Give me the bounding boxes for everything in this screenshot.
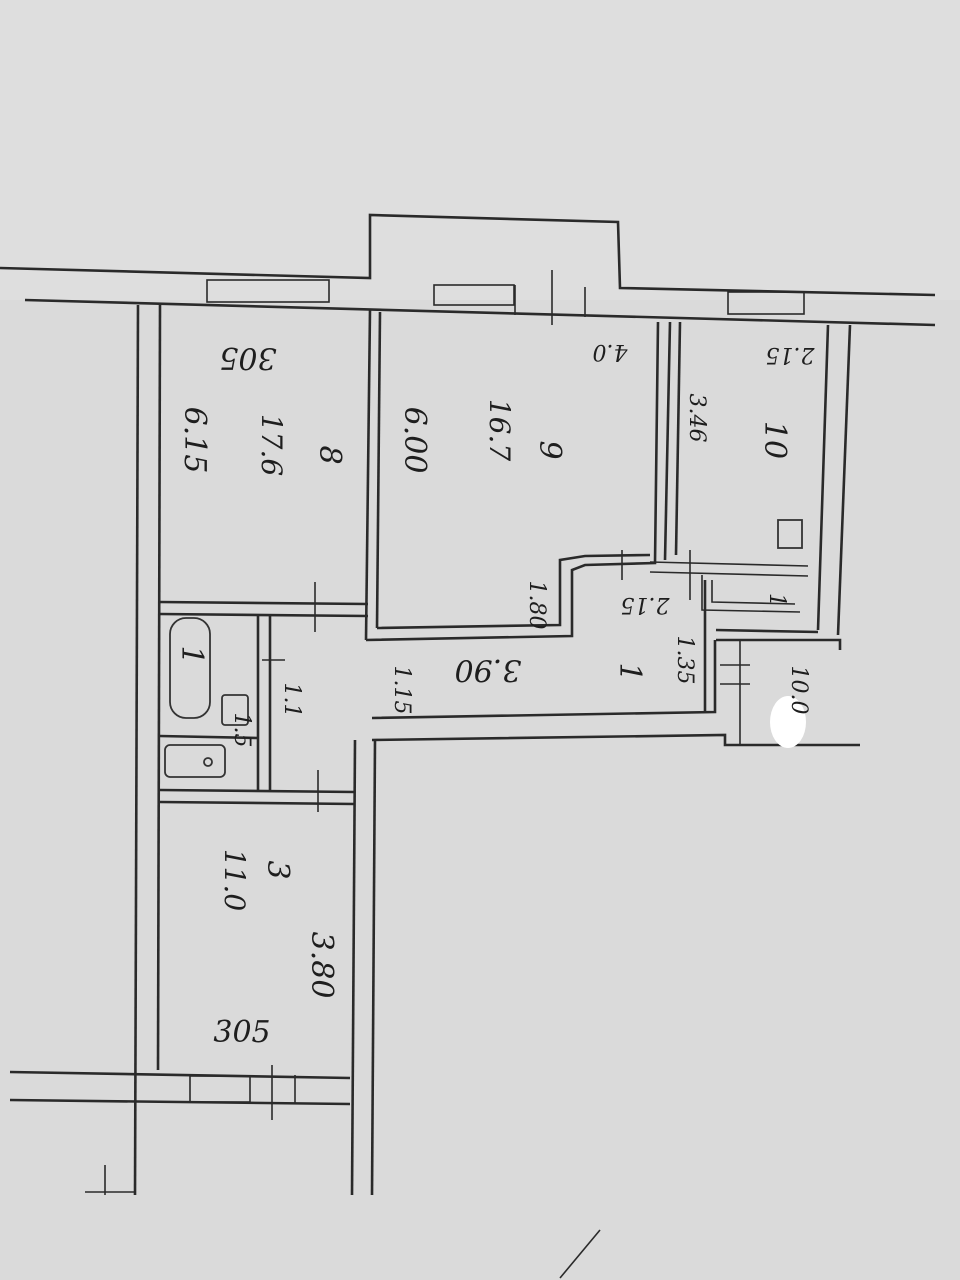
- redaction-spot: [770, 696, 806, 748]
- label-hall-small-a: 2.15: [621, 592, 671, 617]
- label-kitchen-side: 3.46: [684, 394, 709, 443]
- label-lower-room-num: 3: [260, 860, 295, 879]
- label-top-left-width: 305: [219, 340, 276, 375]
- window-left: [206, 279, 330, 303]
- left-wall: [133, 304, 162, 1196]
- label-lower-room-height: 3.80: [304, 932, 339, 999]
- stove-icon: [777, 519, 803, 549]
- kitchen-walls: [649, 321, 852, 636]
- label-hall-side: 1.35: [672, 636, 697, 685]
- label-bottom-width: 305: [213, 1015, 270, 1050]
- paper-highlight: [0, 0, 960, 300]
- bottom-wall: [9, 1065, 351, 1195]
- label-kitchen-top: 2.15: [766, 342, 816, 367]
- label-mid-top-small: 4.0: [593, 339, 629, 364]
- room9-bottom-wall: [365, 321, 660, 642]
- label-bath-num: 1: [174, 645, 209, 664]
- label-bath-side: 1.5: [229, 713, 254, 748]
- pen-mark: [559, 1229, 601, 1279]
- label-lower-room-area: 11.0: [218, 849, 251, 911]
- label-left-room-area: 17.6: [255, 414, 288, 476]
- window-bottom: [189, 1075, 251, 1103]
- window-mid: [433, 284, 515, 306]
- label-kitchen-num: 10: [757, 421, 792, 459]
- central-wall: [350, 739, 377, 1196]
- window-right: [727, 291, 805, 315]
- label-bath-side-2: 1.1: [279, 683, 304, 718]
- bathroom-block: [159, 582, 369, 812]
- label-entrance-mark: 10.0: [786, 666, 811, 715]
- label-corridor-len: 3.90: [455, 652, 522, 687]
- label-corridor-side: 1.15: [389, 666, 414, 715]
- top-wall: [0, 213, 936, 327]
- wc-box: [701, 575, 842, 650]
- toilet-icon: [164, 744, 226, 778]
- partition-room8-room9: [364, 309, 382, 641]
- label-hall-num: 1: [612, 662, 647, 681]
- label-hall-small-b: 1.80: [524, 581, 549, 630]
- bathtub-icon: [169, 617, 211, 719]
- sink-icon: [221, 694, 249, 726]
- label-mid-room-num: 9: [532, 440, 567, 459]
- label-wc-num: 1: [764, 593, 789, 607]
- label-left-room-num: 8: [312, 445, 347, 464]
- label-left-room-height: 6.15: [177, 407, 212, 474]
- label-mid-room-area: 16.7: [483, 399, 516, 462]
- dimension-ticks: [262, 550, 750, 685]
- label-mid-room-height: 6.00: [397, 407, 432, 474]
